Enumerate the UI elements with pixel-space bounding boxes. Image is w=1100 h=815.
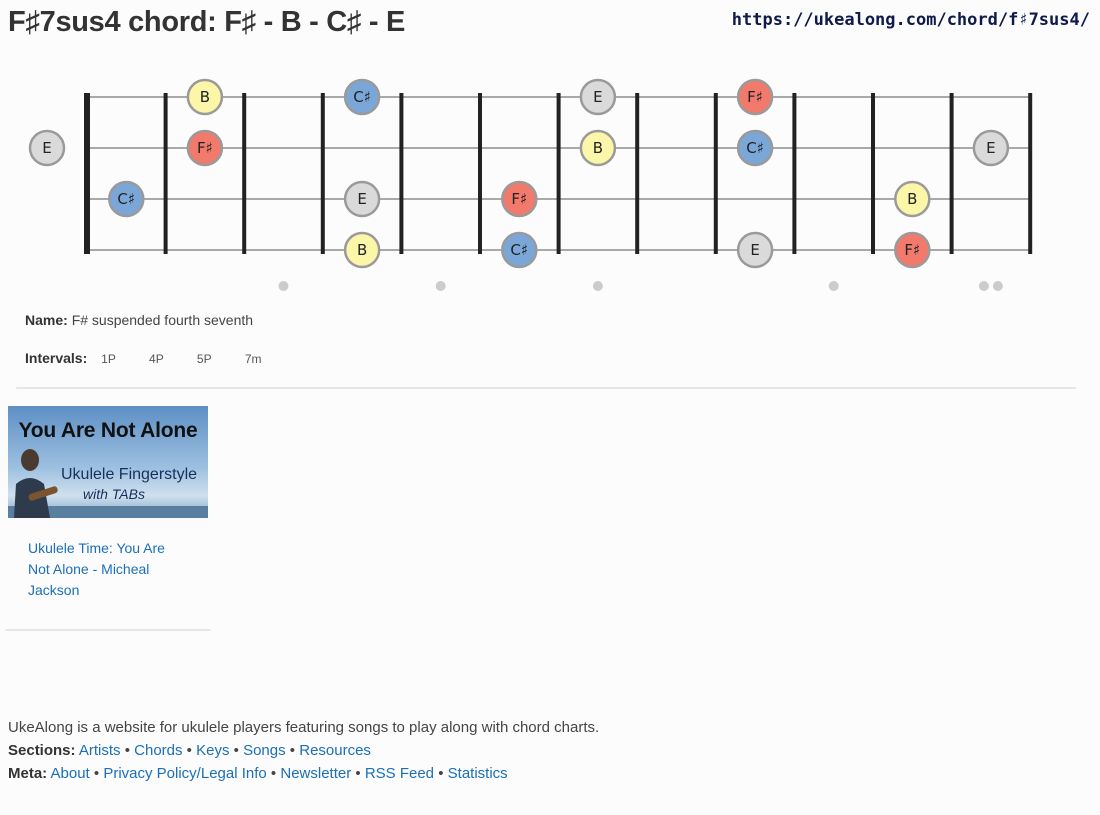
note-label: B [593,139,603,157]
footer-link-newsletter[interactable]: Newsletter [280,765,352,782]
note-marker [108,180,145,218]
page-url: https://ukealong.com/chord/f♯7sus4/ [731,10,1090,30]
section-divider [16,387,1076,389]
note-marker [343,180,381,218]
note-marker [501,231,538,269]
note-label: E [593,88,602,106]
interval: 5P [196,352,212,366]
note-label: F♯ [904,241,920,259]
footer-separator: • [93,765,100,782]
note-marker [343,78,381,116]
intervals-row: Intervals: 1P 4P 5P 7m [25,350,279,366]
note-marker [894,231,931,269]
note-marker [501,180,538,218]
note-marker [579,78,617,116]
chord-name: F# suspended fourth seventh [71,312,254,328]
intervals-label: Intervals: [25,350,88,366]
footer-link-rss[interactable]: RSS Feed [364,765,435,782]
note-marker [343,231,381,269]
chord-name-row: Name: F# suspended fourth seventh [25,312,253,328]
footer-about: UkeAlong is a website for ukulele player… [8,719,600,736]
note-marker [894,180,931,218]
note-label: F♯ [747,88,763,106]
related-video-link[interactable]: Ukulele Time: You Are Not Alone - Michea… [28,540,165,598]
fretboard-diagram: B C♯ E F♯ E F♯ B C♯ E C♯ E F♯ B B C♯ E F♯ [28,78,1033,291]
note-label: B [200,88,210,106]
footer-separator: • [438,765,444,782]
footer-link-keys[interactable]: Keys [196,742,230,759]
footer-link-about[interactable]: About [50,765,90,782]
note-label: E [750,241,759,259]
footer-link-chords[interactable]: Chords [134,742,183,759]
thumbnail-title: You Are Not Alone [18,419,198,442]
footer-link-privacy[interactable]: Privacy Policy/Legal Info [103,765,267,782]
inlay-dot [278,281,289,291]
note-marker [736,78,774,116]
related-video-thumbnail[interactable]: You Are Not Alone Ukulele Fingerstyle wi… [8,406,208,518]
page-title: F♯7sus4 chord: F♯ - B - C♯ - E [8,6,406,38]
note-marker [736,129,774,167]
note-marker [186,129,224,167]
note-label: C♯ [746,139,764,157]
note-label: F♯ [197,139,213,157]
chord-name-label: Name: [25,312,68,328]
inlay-dot [978,281,989,291]
footer-separator: • [124,742,130,759]
inlay-dot [828,281,839,291]
note-marker [579,129,617,167]
footer-separator: • [355,765,361,782]
note-label: E [42,139,51,157]
footer-separator: • [186,742,192,759]
footer-separator: • [270,765,277,782]
footer-meta: Meta: About • Privacy Policy/Legal Info … [8,765,508,782]
footer-separator: • [289,742,296,759]
interval: 4P [149,352,164,366]
note-marker [186,78,224,116]
footer-link-artists[interactable]: Artists [78,742,121,759]
note-label: B [357,241,367,259]
thumbnail-tagline: with TABs [83,486,145,502]
inlay-dot [435,281,446,291]
interval: 1P [101,352,116,366]
thumbnail-subtitle: Ukulele Fingerstyle [61,466,198,483]
note-label: C♯ [353,88,371,106]
note-marker [736,231,774,269]
note-label: C♯ [510,241,528,259]
footer-link-resources[interactable]: Resources [299,742,371,759]
inlay-dot [992,281,1003,291]
inlay-dot [592,281,603,291]
footer-link-statistics[interactable]: Statistics [447,765,508,782]
note-marker [972,129,1010,167]
meta-label: Meta: [8,765,48,782]
note-label: E [986,139,995,157]
card-divider [5,629,211,631]
interval: 7m [244,352,262,366]
footer-separator: • [233,742,239,759]
footer-sections: Sections: Artists • Chords • Keys • Song… [8,742,371,759]
footer-link-songs[interactable]: Songs [243,742,286,759]
note-label: E [357,190,366,208]
player-silhouette [14,449,58,518]
note-label: F♯ [511,190,527,208]
note-label: B [907,190,917,208]
thumbnail-sea [8,506,208,518]
note-label: C♯ [117,190,135,208]
note-marker [28,129,66,167]
sections-label: Sections: [8,742,76,759]
